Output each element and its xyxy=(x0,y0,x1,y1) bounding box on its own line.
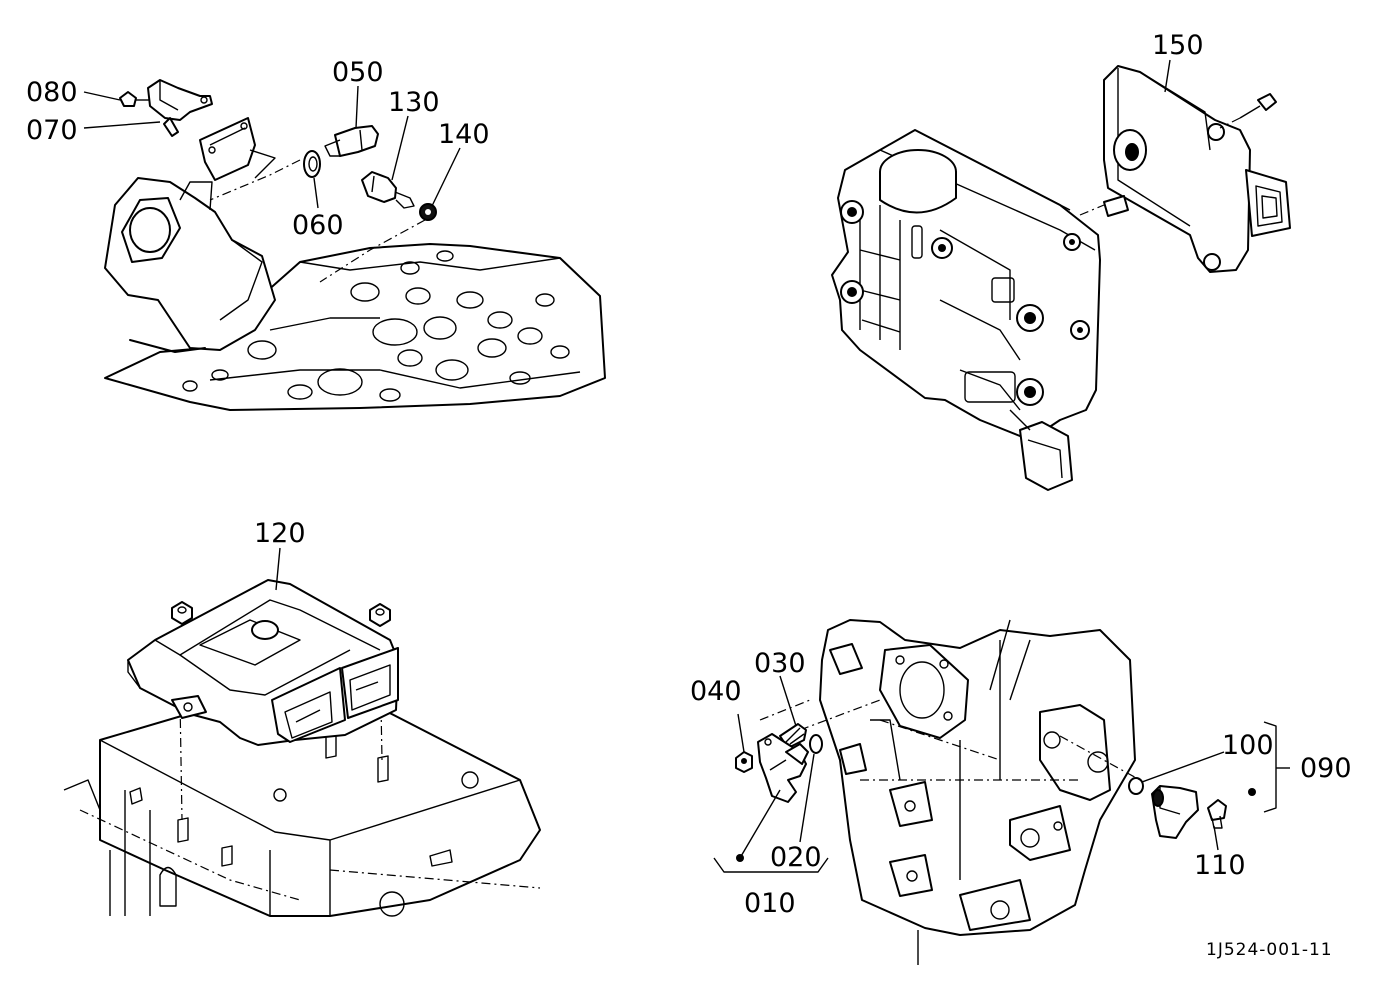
label-040: 040 xyxy=(690,676,742,707)
label-020: 020 xyxy=(770,842,822,873)
leader-150 xyxy=(1164,59,1171,93)
part-120-ecu xyxy=(127,579,399,746)
label-120: 120 xyxy=(254,518,306,549)
part-060-washer xyxy=(303,150,321,178)
part-120-nut-left xyxy=(171,601,193,625)
part-050-temperature-sensor xyxy=(324,125,379,157)
label-060: 060 xyxy=(292,210,344,241)
leader-120 xyxy=(275,547,281,591)
label-070: 070 xyxy=(26,115,78,146)
label-130: 130 xyxy=(388,87,440,118)
part-150-screw xyxy=(1219,93,1277,129)
part-010-cam-sensor xyxy=(757,733,809,803)
label-050: 050 xyxy=(332,57,384,88)
label-010: 010 xyxy=(744,888,796,919)
label-150: 150 xyxy=(1152,30,1204,61)
part-020-o-ring xyxy=(809,734,823,754)
cylinder-head-assembly xyxy=(104,117,606,411)
ecu-mounting-bracket xyxy=(831,129,1101,491)
reference-dot-090 xyxy=(1248,788,1256,796)
part-090-speed-sensor xyxy=(1151,785,1199,839)
gear-case-assembly xyxy=(759,619,1141,965)
part-100-o-ring xyxy=(1128,777,1144,795)
label-110: 110 xyxy=(1194,850,1246,881)
leaders-top-left xyxy=(83,85,461,209)
label-090: 090 xyxy=(1300,753,1352,784)
part-080-bolt xyxy=(119,91,150,107)
part-110-bolt xyxy=(1207,799,1227,829)
part-040-nut xyxy=(735,751,753,773)
part-140-washer xyxy=(419,203,437,221)
label-100: 100 xyxy=(1222,730,1274,761)
leaders-bottom-right xyxy=(713,675,1290,873)
ecu-frame-assembly xyxy=(63,649,541,917)
part-120-nut-right xyxy=(369,603,391,627)
label-080: 080 xyxy=(26,77,78,108)
part-labels: 080 070 050 130 140 060 150 120 040 030 … xyxy=(26,30,1352,960)
part-150-ecu-cover xyxy=(1079,65,1291,273)
part-070-position-sensor xyxy=(147,79,213,137)
label-030: 030 xyxy=(754,648,806,679)
part-130-pressure-sensor xyxy=(361,171,415,209)
figure-reference-code: 1J524-001-11 xyxy=(1206,940,1333,960)
label-140: 140 xyxy=(438,119,490,150)
